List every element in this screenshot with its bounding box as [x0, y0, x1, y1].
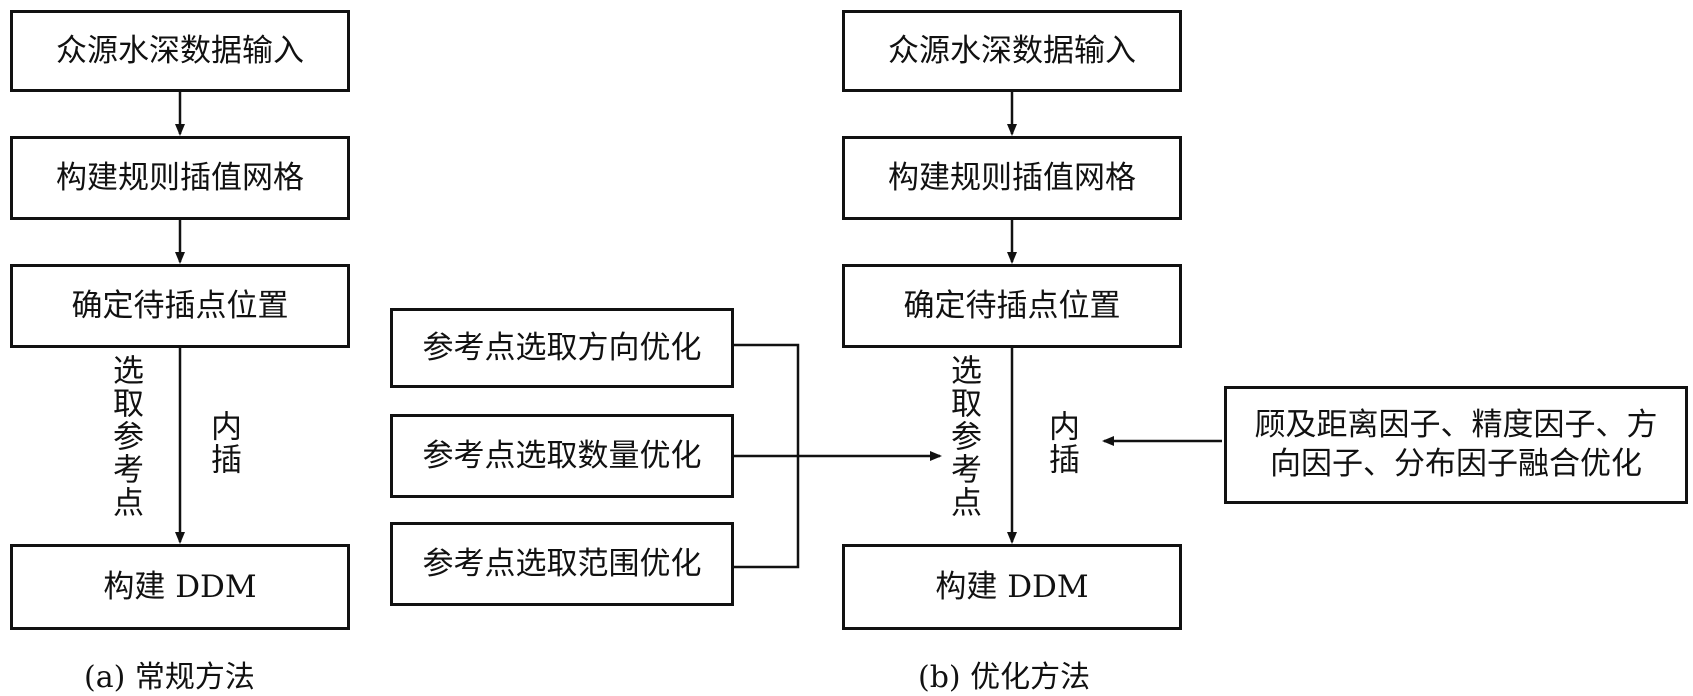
left-caption: (a) 常规方法 [84, 660, 255, 695]
opt-direction: 参考点选取方向优化 [390, 308, 734, 388]
right-step-ddm: 构建 DDM [842, 544, 1182, 630]
left-step-grid: 构建规则插值网格 [10, 136, 350, 220]
left-step-ddm: 构建 DDM [10, 544, 350, 630]
right-label-select: 选取参考点 [945, 354, 981, 519]
opt-quantity: 参考点选取数量优化 [390, 414, 734, 498]
opt-range: 参考点选取范围优化 [390, 522, 734, 606]
right-step-input: 众源水深数据输入 [842, 10, 1182, 92]
left-step-locate: 确定待插点位置 [10, 264, 350, 348]
right-label-interp: 内插 [1043, 410, 1079, 476]
right-step-grid: 构建规则插值网格 [842, 136, 1182, 220]
left-step-input: 众源水深数据输入 [10, 10, 350, 92]
right-step-locate: 确定待插点位置 [842, 264, 1182, 348]
right-caption: (b) 优化方法 [918, 660, 1091, 695]
factor-fusion-box: 顾及距离因子、精度因子、方 向因子、分布因子融合优化 [1224, 386, 1688, 504]
left-label-select: 选取参考点 [107, 354, 143, 519]
left-label-interp: 内插 [205, 410, 241, 476]
